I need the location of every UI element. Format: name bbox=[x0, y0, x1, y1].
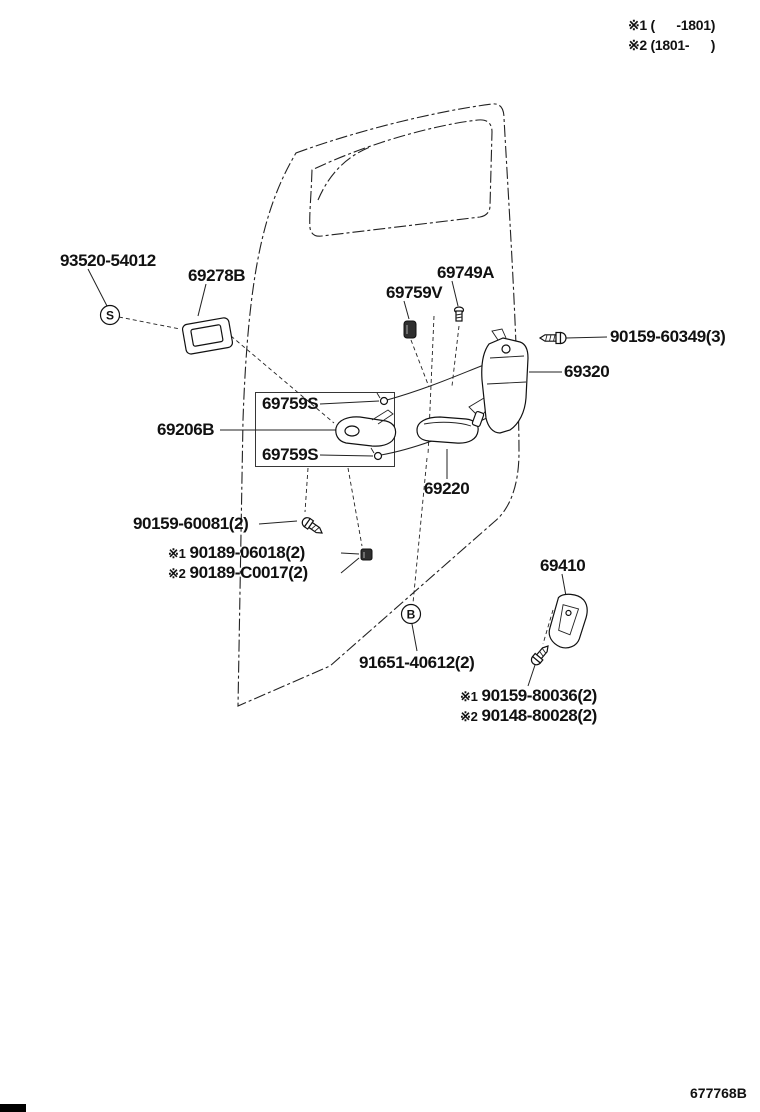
bezel-69278B-part bbox=[181, 317, 234, 355]
grommet-90189-part bbox=[360, 548, 373, 561]
note-mark: ※1 bbox=[460, 689, 478, 704]
leader-lines bbox=[87, 268, 608, 687]
part-number: 90159-80036(2) bbox=[482, 686, 597, 705]
part-label-69749A[interactable]: 69749A bbox=[437, 263, 495, 282]
marker-b-text: B bbox=[407, 608, 416, 622]
screw-90159-60349-part bbox=[538, 331, 567, 345]
part-label-90148-80028[interactable]: ※2 90148-80028(2) bbox=[460, 706, 597, 725]
outside-handle-69220-part bbox=[416, 411, 485, 444]
part-label-90189-06018[interactable]: ※1 90189-06018(2) bbox=[168, 543, 305, 562]
note-mark: ※2 bbox=[168, 566, 186, 581]
part-label-69759V[interactable]: 69759V bbox=[386, 283, 444, 302]
rod-clip-69759S-lower-part bbox=[370, 447, 383, 461]
striker-69410-part bbox=[548, 593, 588, 649]
screw-marker-s: S bbox=[99, 304, 121, 326]
part-label-93520-54012[interactable]: 93520-54012 bbox=[60, 251, 156, 270]
bolt-marker-b: B bbox=[400, 603, 422, 625]
grommet-69759V-part bbox=[403, 320, 417, 339]
rod-clip-69759S-upper-part bbox=[376, 392, 389, 406]
applicability-note-2: ※2 (1801- ) bbox=[628, 37, 715, 53]
part-label-69320[interactable]: 69320 bbox=[564, 362, 610, 381]
part-label-90159-80036[interactable]: ※1 90159-80036(2) bbox=[460, 686, 597, 705]
inside-handle-69206B-part bbox=[335, 409, 397, 447]
pin-69749A-part bbox=[453, 306, 465, 322]
part-number: 90148-80028(2) bbox=[482, 706, 597, 725]
page-corner-mark bbox=[0, 1104, 26, 1112]
part-label-69759S-upper[interactable]: 69759S bbox=[262, 394, 319, 413]
vent-line bbox=[317, 146, 371, 201]
door-lock-69320-part bbox=[468, 328, 529, 434]
screw-90159-80036-part bbox=[530, 645, 549, 666]
dashed-construction-lines bbox=[118, 315, 554, 645]
part-number: 90189-C0017(2) bbox=[190, 563, 308, 582]
part-label-91651-40612[interactable]: 91651-40612(2) bbox=[359, 653, 475, 672]
part-number: 90189-06018(2) bbox=[190, 543, 305, 562]
part-label-69220[interactable]: 69220 bbox=[424, 479, 470, 498]
part-label-90189-C0017[interactable]: ※2 90189-C0017(2) bbox=[168, 563, 308, 582]
screw-90159-60081-part bbox=[301, 517, 323, 534]
part-label-90159-60349[interactable]: 90159-60349(3) bbox=[610, 327, 726, 346]
part-label-69410[interactable]: 69410 bbox=[540, 556, 586, 575]
part-label-69759S-lower[interactable]: 69759S bbox=[262, 445, 319, 464]
note-mark: ※2 bbox=[460, 709, 478, 724]
applicability-note-1: ※1 ( -1801) bbox=[628, 17, 715, 33]
marker-s-text: S bbox=[106, 309, 114, 323]
part-label-69278B[interactable]: 69278B bbox=[188, 266, 246, 285]
part-label-69206B[interactable]: 69206B bbox=[157, 420, 215, 439]
note-mark: ※1 bbox=[168, 546, 186, 561]
diagram-code: 677768B bbox=[690, 1085, 747, 1101]
part-labels: 93520-54012 69278B 69749A 69759V 90159-6… bbox=[60, 251, 726, 725]
part-label-90159-60081[interactable]: 90159-60081(2) bbox=[133, 514, 249, 533]
